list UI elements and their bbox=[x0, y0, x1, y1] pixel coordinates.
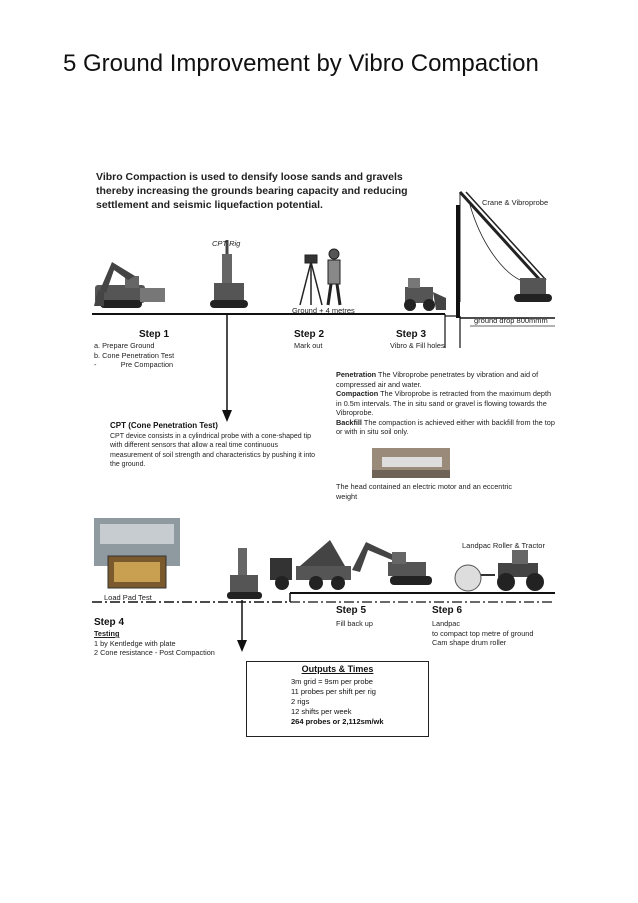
load-pad-photo-icon bbox=[94, 518, 180, 588]
loader-icon bbox=[404, 278, 446, 311]
step4-lines: Testing 1 by Kentledge with plate 2 Cone… bbox=[94, 629, 215, 658]
step6-line: Landpac bbox=[432, 619, 533, 629]
cpt-rig-2-icon bbox=[227, 548, 262, 599]
outputs-heading: Outputs & Times bbox=[247, 664, 428, 674]
step6-lines: Landpac to compact top metre of ground C… bbox=[432, 619, 533, 648]
outputs-line: 11 probes per shift per rig bbox=[291, 687, 384, 697]
step1-heading: Step 1 bbox=[139, 329, 169, 340]
roller-tractor-icon bbox=[455, 550, 544, 591]
outputs-lines: 3m grid = 9sm per probe 11 probes per sh… bbox=[291, 677, 384, 727]
crane-label: Crane & Vibroprobe bbox=[482, 198, 548, 207]
step2-line: Mark out bbox=[294, 341, 322, 351]
step1-line: b. Cone Penetration Test bbox=[94, 351, 174, 361]
step5-heading: Step 5 bbox=[336, 605, 366, 616]
outputs-line: 12 shifts per week bbox=[291, 707, 384, 717]
step6-line: to compact top metre of ground bbox=[432, 629, 533, 639]
step1-line: - Pre Compaction bbox=[94, 360, 174, 370]
vibroprobe-photo-icon bbox=[372, 448, 450, 478]
outputs-line: 3m grid = 9sm per probe bbox=[291, 677, 384, 687]
step3-line: Vibro & Fill holes bbox=[390, 341, 445, 351]
excavator-icon bbox=[94, 262, 165, 308]
outputs-line: 2 rigs bbox=[291, 697, 384, 707]
step1-line: a. Prepare Ground bbox=[94, 341, 174, 351]
backfill-term: Backfill bbox=[336, 418, 362, 427]
penetration-term: Penetration bbox=[336, 370, 376, 379]
cpt-text: CPT device consists in a cylindrical pro… bbox=[110, 432, 322, 470]
ground-drop-label: ground drop 800mmm bbox=[474, 316, 548, 325]
ground-plus-label: Ground + 4 metres bbox=[292, 306, 355, 315]
step4-line: 2 Cone resistance - Post Compaction bbox=[94, 648, 215, 658]
landpac-label: Landpac Roller & Tractor bbox=[462, 541, 545, 550]
cpt-rig-icon bbox=[210, 240, 248, 308]
process-description: Penetration The Vibroprobe penetrates by… bbox=[336, 370, 558, 437]
compaction-term: Compaction bbox=[336, 389, 378, 398]
outputs-box: Outputs & Times 3m grid = 9sm per probe … bbox=[246, 661, 429, 737]
surveyor-icon bbox=[300, 249, 340, 305]
load-pad-label: Load Pad Test bbox=[104, 593, 152, 602]
step4-line: 1 by Kentledge with plate bbox=[94, 639, 215, 649]
step6-line: Cam shape drum roller bbox=[432, 638, 533, 648]
cpt-heading: CPT (Cone Penetration Test) bbox=[110, 421, 218, 430]
step2-heading: Step 2 bbox=[294, 329, 324, 340]
dump-truck-icon bbox=[270, 540, 351, 590]
step1-lines: a. Prepare Ground b. Cone Penetration Te… bbox=[94, 341, 174, 370]
step5-line: Fill back up bbox=[336, 619, 373, 629]
crane-icon bbox=[458, 192, 552, 318]
step6-heading: Step 6 bbox=[432, 605, 462, 616]
head-note: The head contained an electric motor and… bbox=[336, 482, 516, 501]
excavator-2-icon bbox=[352, 542, 432, 585]
step3-heading: Step 3 bbox=[396, 329, 426, 340]
step4-heading: Step 4 bbox=[94, 617, 124, 628]
cpt-rig-label: CPT Rig bbox=[212, 239, 240, 248]
step4-subheading: Testing bbox=[94, 629, 215, 639]
outputs-summary: 264 probes or 2,112sm/wk bbox=[291, 717, 384, 727]
backfill-text: The compaction is achieved either with b… bbox=[336, 418, 555, 437]
